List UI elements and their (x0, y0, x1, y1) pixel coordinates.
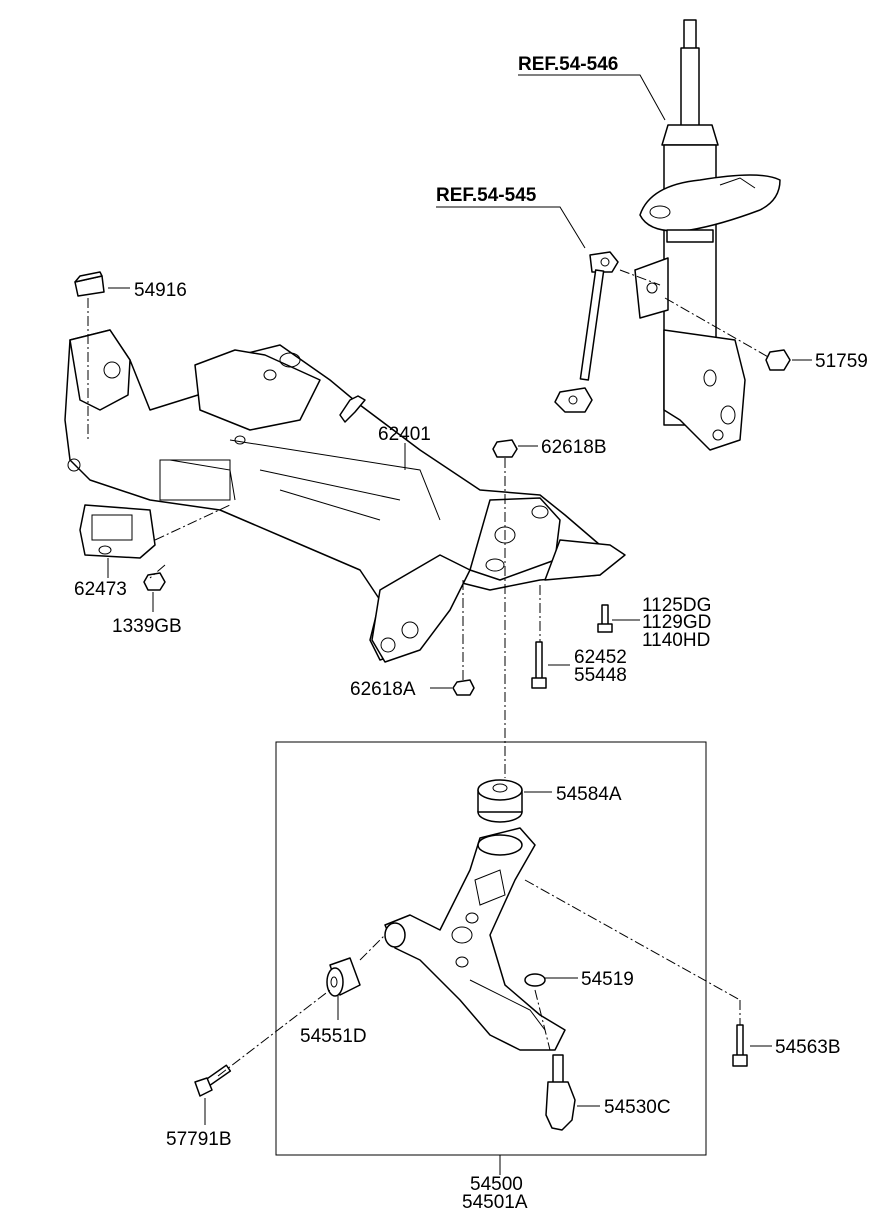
arm-bolt (732, 1024, 748, 1067)
part-label-arm-bolt: 54563B (775, 1037, 841, 1058)
alignment-lines (87, 269, 771, 1077)
mount-nut (143, 572, 166, 591)
mount-bracket (79, 504, 156, 559)
crossmember (64, 329, 626, 663)
bumper-stopper (74, 271, 105, 297)
bolt-long (531, 641, 547, 689)
ref-strut-label: REF.54-546 (518, 54, 618, 75)
part-label-bolt-code-1: 1125DG (642, 595, 711, 616)
part-label-bolt-code-3: 1140HD (642, 630, 710, 651)
part-label-bolt-code-2: 1129GD (642, 612, 711, 633)
rear-bushing (477, 779, 523, 823)
front-bushing (326, 957, 361, 997)
assembly-box (275, 741, 707, 1156)
part-label-bumper-stopper: 54916 (134, 280, 187, 301)
flange-nut-upper (492, 439, 518, 458)
strut-assembly (634, 19, 791, 451)
part-label-mount-nut: 1339GB (112, 616, 182, 637)
assembly-code-1: 54500 (470, 1174, 523, 1195)
part-label-crossmember: 62401 (378, 424, 431, 445)
part-label-flange-nut-upper: 62618B (541, 437, 607, 458)
stabilizer-link (554, 251, 619, 413)
bolt-right (597, 604, 613, 633)
part-label-mount-bracket: 62473 (74, 579, 127, 600)
front-bolt (194, 1064, 232, 1097)
lower-control-arm (384, 827, 566, 1051)
part-label-lower-arm-bushing: 54551D (300, 1026, 367, 1047)
ref-stabilizer-link-label: REF.54-545 (436, 185, 537, 206)
part-label-rear-bolt-code-2: 55448 (574, 665, 627, 686)
ball-joint (545, 1054, 576, 1131)
part-label-ball-joint: 54530C (604, 1097, 671, 1118)
part-label-strut-nut: 51759 (815, 351, 868, 372)
part-label-rear-bolt-code-1: 62452 (574, 647, 627, 668)
leader-lines (107, 74, 812, 1175)
assembly-code-2: 54501A (462, 1192, 528, 1211)
part-label-rear-bushing: 54584A (556, 784, 622, 805)
part-label-snap-ring: 54519 (581, 969, 634, 990)
part-label-front-bolt: 57791B (166, 1129, 232, 1150)
snap-ring (524, 973, 546, 987)
part-label-flange-nut-lower: 62618A (350, 679, 416, 700)
flange-nut-lower (452, 679, 475, 696)
